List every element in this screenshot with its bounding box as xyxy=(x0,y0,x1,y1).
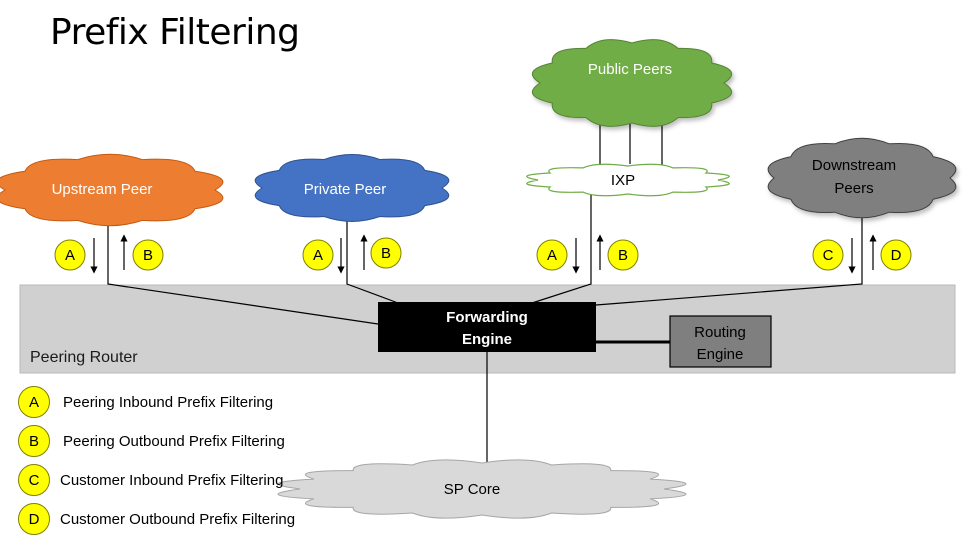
badge-upstream-a-text: A xyxy=(65,247,75,264)
peering-router-label: Peering Router xyxy=(30,349,138,366)
private-peer-cloud xyxy=(254,154,450,222)
page-title: Prefix Filtering xyxy=(50,12,300,53)
upstream-peer-cloud xyxy=(0,153,224,227)
filter-arrows xyxy=(90,234,877,274)
ixp-label: IXP xyxy=(611,172,635,189)
routing-engine-label-line2: Engine xyxy=(697,346,744,363)
badge-upstream-a: A xyxy=(54,239,86,271)
badge-private-a: A xyxy=(302,239,334,271)
private-peer-label: Private Peer xyxy=(304,181,387,198)
private-link xyxy=(346,210,399,304)
connection-lines xyxy=(107,123,863,462)
forwarding-engine-label-line2: Engine xyxy=(462,331,512,348)
downstream-peers-label-line1: Downstream xyxy=(812,157,896,174)
routing-engine-box xyxy=(669,315,772,368)
legend-badge-d: D xyxy=(18,503,50,535)
badge-ixp-b: B xyxy=(607,239,639,271)
legend-item-d: D Customer Outbound Prefix Filtering xyxy=(18,502,295,536)
badge-upstream-b: B xyxy=(132,239,164,271)
badge-private-a-text: A xyxy=(313,247,323,264)
badge-downstream-d: D xyxy=(880,239,912,271)
legend-text-c: Customer Inbound Prefix Filtering xyxy=(60,471,284,489)
ixp-cloud xyxy=(526,163,730,197)
forwarding-engine-box xyxy=(378,302,596,352)
legend-badge-c: C xyxy=(18,464,50,496)
badge-private-b-text: B xyxy=(381,245,391,262)
upstream-peer-label: Upstream Peer xyxy=(52,181,153,198)
legend-badge-a: A xyxy=(18,386,50,418)
public-peers-cloud xyxy=(531,39,733,127)
badge-downstream-c-text: C xyxy=(823,247,834,264)
legend-badge-b: B xyxy=(18,425,50,457)
public-peers-label: Public Peers xyxy=(588,61,672,78)
badge-upstream-b-text: B xyxy=(143,247,153,264)
downstream-peers-label-line2: Peers xyxy=(834,180,873,197)
sp-core-label: SP Core xyxy=(444,481,500,498)
badge-downstream-d-text: D xyxy=(891,247,902,264)
legend-item-a: A Peering Inbound Prefix Filtering xyxy=(18,385,273,419)
badge-ixp-a: A xyxy=(536,239,568,271)
badge-downstream-c: C xyxy=(812,239,844,271)
badge-private-b: B xyxy=(370,237,402,269)
legend-item-c: C Customer Inbound Prefix Filtering xyxy=(18,463,283,497)
legend-text-d: Customer Outbound Prefix Filtering xyxy=(60,510,296,528)
legend-item-b: B Peering Outbound Prefix Filtering xyxy=(18,424,285,458)
forwarding-engine-label-line1: Forwarding xyxy=(446,309,528,326)
legend-text-b: Peering Outbound Prefix Filtering xyxy=(63,432,285,450)
routing-engine-label-line1: Routing xyxy=(694,324,746,341)
downstream-link xyxy=(595,212,863,306)
badge-ixp-b-text: B xyxy=(618,247,628,264)
sp-core-cloud xyxy=(277,459,687,519)
upstream-link xyxy=(107,214,379,325)
ixp-link xyxy=(531,193,592,304)
downstream-peers-cloud xyxy=(767,137,957,219)
legend-text-a: Peering Inbound Prefix Filtering xyxy=(63,393,274,411)
badge-ixp-a-text: A xyxy=(547,247,557,264)
